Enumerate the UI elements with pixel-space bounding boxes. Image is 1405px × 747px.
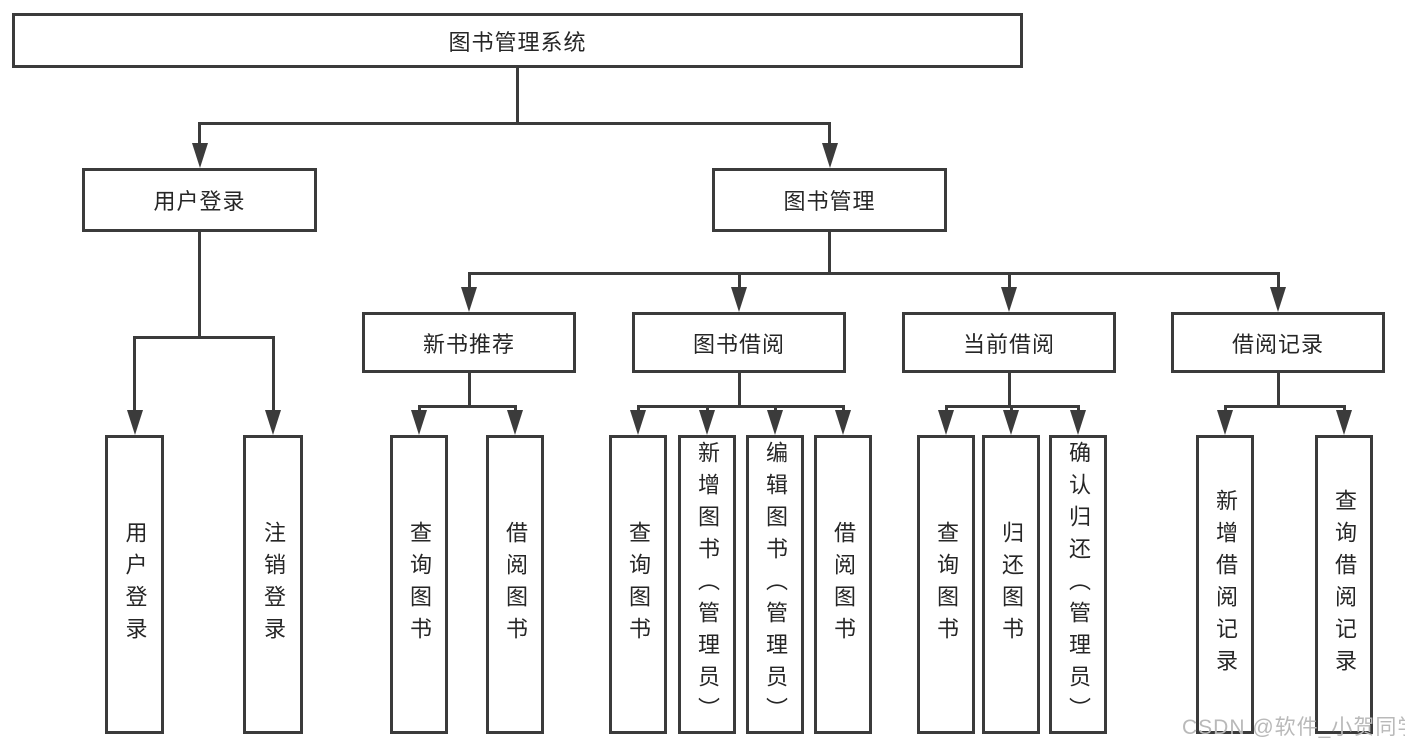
- node-leaf-add-book: 新增图书（管理员）: [678, 435, 736, 734]
- connector-line: [467, 373, 471, 405]
- connector-line: [417, 405, 421, 413]
- connector-line: [737, 373, 741, 405]
- arrowhead-icon: [699, 410, 715, 435]
- arrowhead-icon: [265, 410, 281, 435]
- arrowhead-icon: [1070, 410, 1086, 435]
- node-label: 查询图书: [407, 520, 432, 649]
- connector-line: [841, 405, 845, 413]
- node-label: 图书管理: [783, 189, 876, 214]
- connector-line: [198, 122, 201, 146]
- connector-line: [636, 405, 845, 408]
- connector-line: [737, 272, 741, 290]
- connector-line: [133, 336, 275, 339]
- node-label: 新书推荐: [422, 331, 515, 357]
- node-borrow-records: 借阅记录: [1171, 312, 1385, 373]
- node-new-book-rec: 新书推荐: [362, 312, 576, 373]
- connector-line: [636, 405, 640, 413]
- arrowhead-icon: [835, 410, 851, 435]
- connector-line: [271, 336, 275, 413]
- node-book-borrow: 图书借阅: [632, 312, 846, 373]
- connector-line: [467, 272, 471, 290]
- node-leaf-borrow-book-1: 借阅图书: [486, 435, 544, 734]
- connector-line: [516, 68, 519, 122]
- connector-line: [1223, 405, 1227, 413]
- connector-line: [1342, 405, 1346, 413]
- connector-line: [1276, 272, 1280, 290]
- connector-line: [1276, 373, 1280, 405]
- connector-line: [467, 272, 1280, 275]
- node-label: 当前借阅: [962, 331, 1055, 357]
- connector-line: [133, 336, 136, 413]
- node-label: 用户登录: [153, 189, 246, 214]
- arrowhead-icon: [191, 143, 208, 168]
- arrowhead-icon: [630, 410, 646, 435]
- node-label: 新增图书（管理员）: [695, 440, 720, 729]
- arrowhead-icon: [1003, 410, 1019, 435]
- connector-line: [1007, 373, 1011, 405]
- node-book-mgmt: 图书管理: [712, 168, 947, 232]
- node-label: 注销登录: [261, 520, 286, 649]
- node-label: 图书管理系统: [448, 29, 587, 55]
- node-label: 借阅图书: [503, 520, 528, 649]
- connector-line: [1223, 405, 1346, 408]
- node-label: 借阅图书: [831, 520, 856, 649]
- connector-line: [944, 405, 948, 413]
- node-leaf-return-book: 归还图书: [982, 435, 1040, 734]
- arrowhead-icon: [767, 410, 783, 435]
- node-label: 确认归还（管理员）: [1066, 440, 1091, 729]
- connector-line: [1076, 405, 1080, 413]
- connector-line: [1009, 405, 1013, 413]
- arrowhead-icon: [1336, 410, 1352, 435]
- node-leaf-query-book-1: 查询图书: [390, 435, 448, 734]
- node-current-borrow: 当前借阅: [902, 312, 1116, 373]
- node-leaf-user-login: 用户登录: [105, 435, 164, 734]
- node-label: 归还图书: [999, 520, 1024, 649]
- node-leaf-query-book-3: 查询图书: [917, 435, 975, 734]
- arrowhead-icon: [1217, 410, 1233, 435]
- arrowhead-icon: [507, 410, 523, 435]
- arrowhead-icon: [938, 410, 954, 435]
- node-label: 新增借阅记录: [1213, 488, 1238, 681]
- arrowhead-icon: [1001, 287, 1017, 312]
- connector-line: [828, 232, 831, 272]
- connector-line: [198, 122, 831, 125]
- node-label: 编辑图书（管理员）: [763, 440, 788, 729]
- node-leaf-query-book-2: 查询图书: [609, 435, 667, 734]
- node-label: 用户登录: [122, 520, 148, 649]
- connector-line: [705, 405, 709, 413]
- node-label: 查询借阅记录: [1332, 488, 1357, 681]
- node-leaf-logout: 注销登录: [243, 435, 303, 734]
- node-leaf-add-record: 新增借阅记录: [1196, 435, 1254, 734]
- arrowhead-icon: [461, 287, 477, 312]
- node-label: 借阅记录: [1231, 331, 1324, 357]
- connector-line: [828, 122, 831, 146]
- node-leaf-edit-book: 编辑图书（管理员）: [746, 435, 804, 734]
- node-leaf-confirm-return: 确认归还（管理员）: [1049, 435, 1107, 734]
- arrowhead-icon: [821, 143, 838, 168]
- node-root: 图书管理系统: [12, 13, 1023, 68]
- watermark: CSDN @软件_小贺同学: [1182, 716, 1405, 739]
- node-leaf-query-record: 查询借阅记录: [1315, 435, 1373, 734]
- arrowhead-icon: [731, 287, 747, 312]
- connector-line: [1007, 272, 1011, 290]
- node-user-login: 用户登录: [82, 168, 317, 232]
- arrowhead-icon: [1270, 287, 1286, 312]
- connector-line: [513, 405, 517, 413]
- arrowhead-icon: [411, 410, 427, 435]
- arrowhead-icon: [126, 410, 143, 435]
- connector-line: [198, 232, 201, 336]
- node-label: 查询图书: [934, 520, 959, 649]
- node-label: 查询图书: [626, 520, 651, 649]
- connector-line: [417, 405, 517, 408]
- connector-line: [773, 405, 777, 413]
- node-leaf-borrow-book-2: 借阅图书: [814, 435, 872, 734]
- node-label: 图书借阅: [692, 331, 785, 357]
